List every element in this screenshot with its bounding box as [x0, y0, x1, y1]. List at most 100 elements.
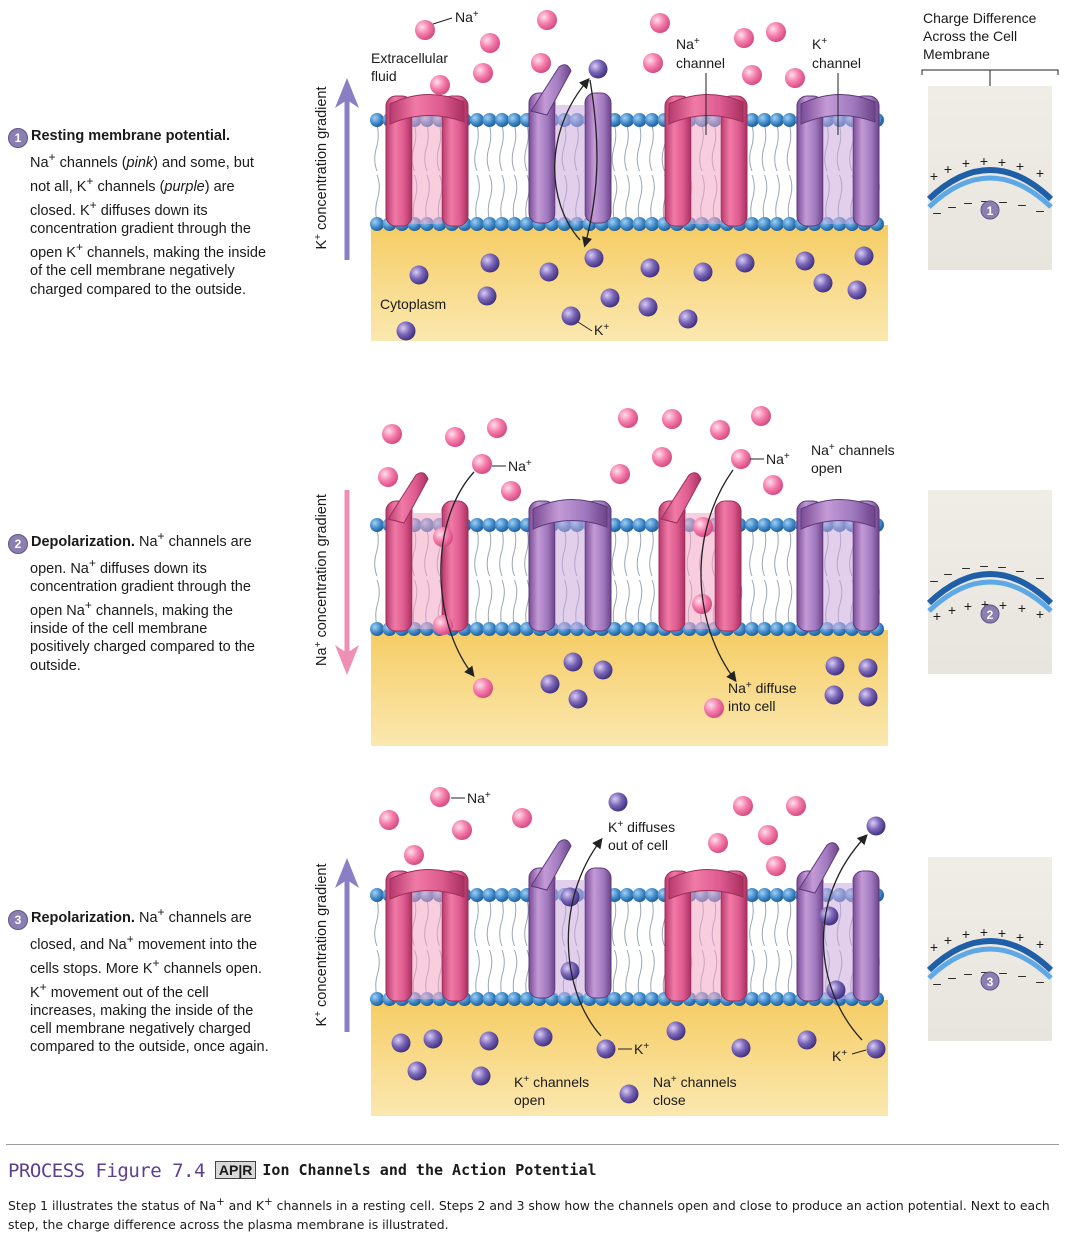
step-2-number: 2: [8, 533, 28, 554]
k-ion-in-channel: [826, 980, 846, 1000]
apr-badge: AP|R: [214, 1161, 257, 1179]
k-ion-cytoplasm: [619, 1084, 639, 1104]
lipid-tail: [774, 529, 779, 577]
lipid-tail: [475, 174, 480, 222]
charge-sign-inside: –: [933, 204, 941, 220]
lipid-tail: [762, 579, 768, 627]
charge-sign-outside: +: [1016, 929, 1024, 945]
charge-sign-inside: –: [1036, 202, 1044, 218]
lipid-tail: [500, 174, 505, 222]
na-gradient-arrow-p2: [335, 490, 359, 675]
lipid-tail: [487, 949, 493, 997]
na-ion-extracellular: [731, 449, 751, 469]
lipid-tail: [774, 124, 779, 172]
lipid-tail: [637, 949, 643, 997]
charge-sign-outside: +: [980, 924, 988, 940]
charge-sign-outside: –: [980, 557, 988, 573]
figure-title-text: Ion Channels and the Action Potential: [262, 1161, 597, 1179]
channel-pillar-right: [714, 500, 742, 632]
k-ion-in-channel: [560, 961, 580, 981]
lipid-tail: [500, 579, 505, 627]
phospholipid-head: [770, 888, 784, 902]
lipid-tail: [786, 529, 792, 577]
phospholipid-head: [782, 992, 797, 1006]
label-k-channel-line1: K+: [812, 36, 827, 53]
lipid-tail: [787, 949, 793, 997]
charge-step-number: 3: [987, 975, 994, 989]
lipid-tail: [761, 124, 767, 172]
charge-sign-inside: –: [948, 198, 956, 214]
lipid-tail: [512, 174, 518, 222]
na-ion-extracellular: [618, 408, 638, 428]
phospholipid-head: [482, 113, 497, 127]
lipid-tail: [625, 949, 630, 997]
label-na-ion-p3: Na+: [467, 790, 491, 807]
na-ion-extracellular: [785, 68, 805, 88]
k-ion-leaving: [588, 59, 608, 79]
charge-sign-inside: +: [999, 597, 1007, 613]
gradient-arrow-head: [335, 858, 359, 888]
charge-sign-outside: +: [1036, 165, 1044, 181]
lipid-tail: [612, 949, 618, 997]
arrow-na-in-p2b: [700, 469, 737, 683]
charge-sign-outside: –: [930, 572, 938, 588]
phospholipid-head: [745, 888, 759, 902]
charge-sign-outside: +: [962, 926, 970, 942]
k-ion-cytoplasm: [825, 656, 845, 676]
lipid-tail: [612, 579, 618, 627]
membrane-arc-inner: [927, 175, 1053, 209]
charge-heading-line1: Charge Difference: [923, 10, 1037, 26]
label-na-channel-line1: Na+: [676, 36, 700, 53]
k-ion-cytoplasm: [480, 253, 500, 273]
lipid-tail: [786, 899, 792, 947]
k-ion-cytoplasm: [533, 1027, 553, 1047]
label-na-channels-close-line2: close: [653, 1092, 686, 1108]
k-ion-cytoplasm: [600, 288, 620, 308]
label-extracellular-line1: Extracellular: [371, 50, 448, 66]
na-ion-extracellular: [487, 418, 507, 438]
phospholipid-head: [645, 217, 659, 231]
k-ion-cytoplasm: [479, 1031, 499, 1051]
lipid-tail: [761, 529, 767, 577]
lipid-tail: [787, 579, 793, 627]
phospholipid-head: [470, 217, 484, 231]
charge-sign-inside: +: [948, 602, 956, 618]
charge-sign-inside: –: [1036, 973, 1044, 989]
lipid-tail: [499, 529, 504, 577]
lipid-tail: [624, 899, 629, 947]
label-extracellular-line2: fluid: [371, 68, 397, 84]
lipid-tail: [650, 174, 655, 222]
gradient-label-p1: K+ concentration gradient: [313, 86, 331, 249]
label-k-channels-open-line1: K+ channels: [514, 1074, 589, 1091]
charge-step-number: 1: [987, 204, 994, 218]
k-gradient-arrow-p3: [335, 858, 359, 1032]
lipid-tail: [775, 579, 780, 627]
na-ion-extracellular: [404, 845, 424, 865]
channel-pillar-right: [584, 92, 612, 224]
lipid-tail: [749, 124, 754, 172]
phospholipid-head: [495, 217, 509, 231]
gradient-arrow-shaft: [344, 880, 350, 1032]
charge-step-badge: [980, 971, 1000, 991]
phospholipid-head: [757, 518, 772, 532]
charge-sign-outside: +: [1036, 936, 1044, 952]
phospholipid-head: [495, 992, 509, 1006]
na-ion-extracellular: [430, 75, 450, 95]
gradient-arrow-shaft: [344, 490, 350, 653]
phospholipid-head: [520, 992, 534, 1006]
phospholipid-head: [507, 518, 522, 532]
lipid-tail: [487, 174, 493, 222]
lipid-tail: [650, 949, 655, 997]
phospholipid-head: [470, 622, 484, 636]
lipid-tail: [749, 529, 754, 577]
na-ion-extracellular: [445, 427, 465, 447]
label-k-channel-line2: channel: [812, 55, 861, 71]
k-ion-cytoplasm: [539, 262, 559, 282]
k-ion-cytoplasm: [858, 687, 878, 707]
lipid-tail: [611, 529, 617, 577]
figure-caption: Step 1 illustrates the status of Na+ and…: [8, 1196, 1050, 1232]
step-1-title: Resting membrane potential.: [31, 128, 231, 144]
na-ion-extracellular: [480, 33, 500, 53]
k-ion-cytoplasm: [584, 248, 604, 268]
